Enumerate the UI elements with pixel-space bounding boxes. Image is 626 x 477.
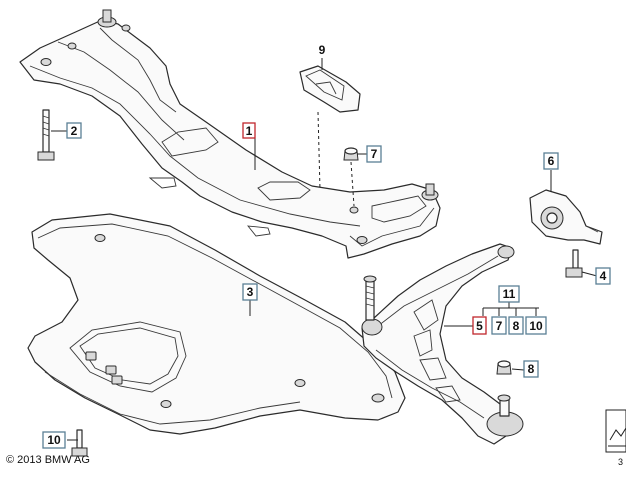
hex-bolt-small[interactable]	[71, 429, 88, 457]
callout-11[interactable]: 11	[498, 285, 520, 303]
callout-1[interactable]: 1	[242, 122, 256, 139]
callout-9-label: 9	[319, 43, 326, 57]
leader-lines	[51, 58, 598, 441]
document-icon	[605, 409, 626, 453]
callout-1-label: 1	[246, 124, 253, 138]
callout-7-label: 7	[371, 147, 378, 161]
callout-11-sub-8[interactable]: 8	[508, 316, 524, 335]
callout-2[interactable]: 2	[66, 122, 82, 139]
edge-mark: 3	[618, 457, 624, 467]
nut-guide-line	[350, 161, 355, 207]
callout-11-label: 11	[503, 287, 516, 301]
hex-bolt-long[interactable]	[37, 109, 55, 161]
callout-11-sub-7-label: 7	[496, 319, 503, 333]
callout-7-upper[interactable]: 7	[366, 145, 382, 163]
callout-11-sub-10-label: 10	[529, 319, 543, 333]
callout-6-label: 6	[548, 154, 555, 168]
copyright-notice: © 2013 BMW AG	[6, 454, 90, 466]
rubber-mount[interactable]	[529, 189, 603, 245]
hex-bolt-short[interactable]	[565, 249, 583, 278]
callout-3[interactable]: 3	[242, 283, 258, 301]
axle-carrier[interactable]	[19, 9, 441, 259]
callout-11-sub-10[interactable]: 10	[525, 316, 547, 335]
callout-8-label: 8	[528, 362, 535, 376]
callout-6[interactable]: 6	[543, 152, 559, 170]
callout-5[interactable]: 5	[472, 316, 487, 335]
callout-11-sub-8-label: 8	[513, 319, 520, 333]
callout-4[interactable]: 4	[595, 267, 611, 285]
callout-3-label: 3	[247, 285, 254, 299]
underbody-shield[interactable]	[27, 213, 406, 435]
self-locking-nut-upper[interactable]	[343, 147, 359, 161]
bracket[interactable]	[299, 65, 361, 113]
callout-10-label: 10	[47, 433, 61, 447]
wishbone[interactable]	[361, 243, 524, 445]
bracket-guide-line	[317, 111, 321, 191]
callout-2-label: 2	[71, 124, 78, 138]
callout-5-label: 5	[476, 319, 483, 333]
callout-8[interactable]: 8	[523, 360, 539, 378]
callout-4-label: 4	[600, 269, 607, 283]
self-locking-nut-lower[interactable]	[496, 360, 512, 375]
callout-11-sub-7[interactable]: 7	[491, 316, 507, 335]
callout-9: 9	[319, 43, 326, 57]
callout-10[interactable]: 10	[42, 431, 66, 449]
